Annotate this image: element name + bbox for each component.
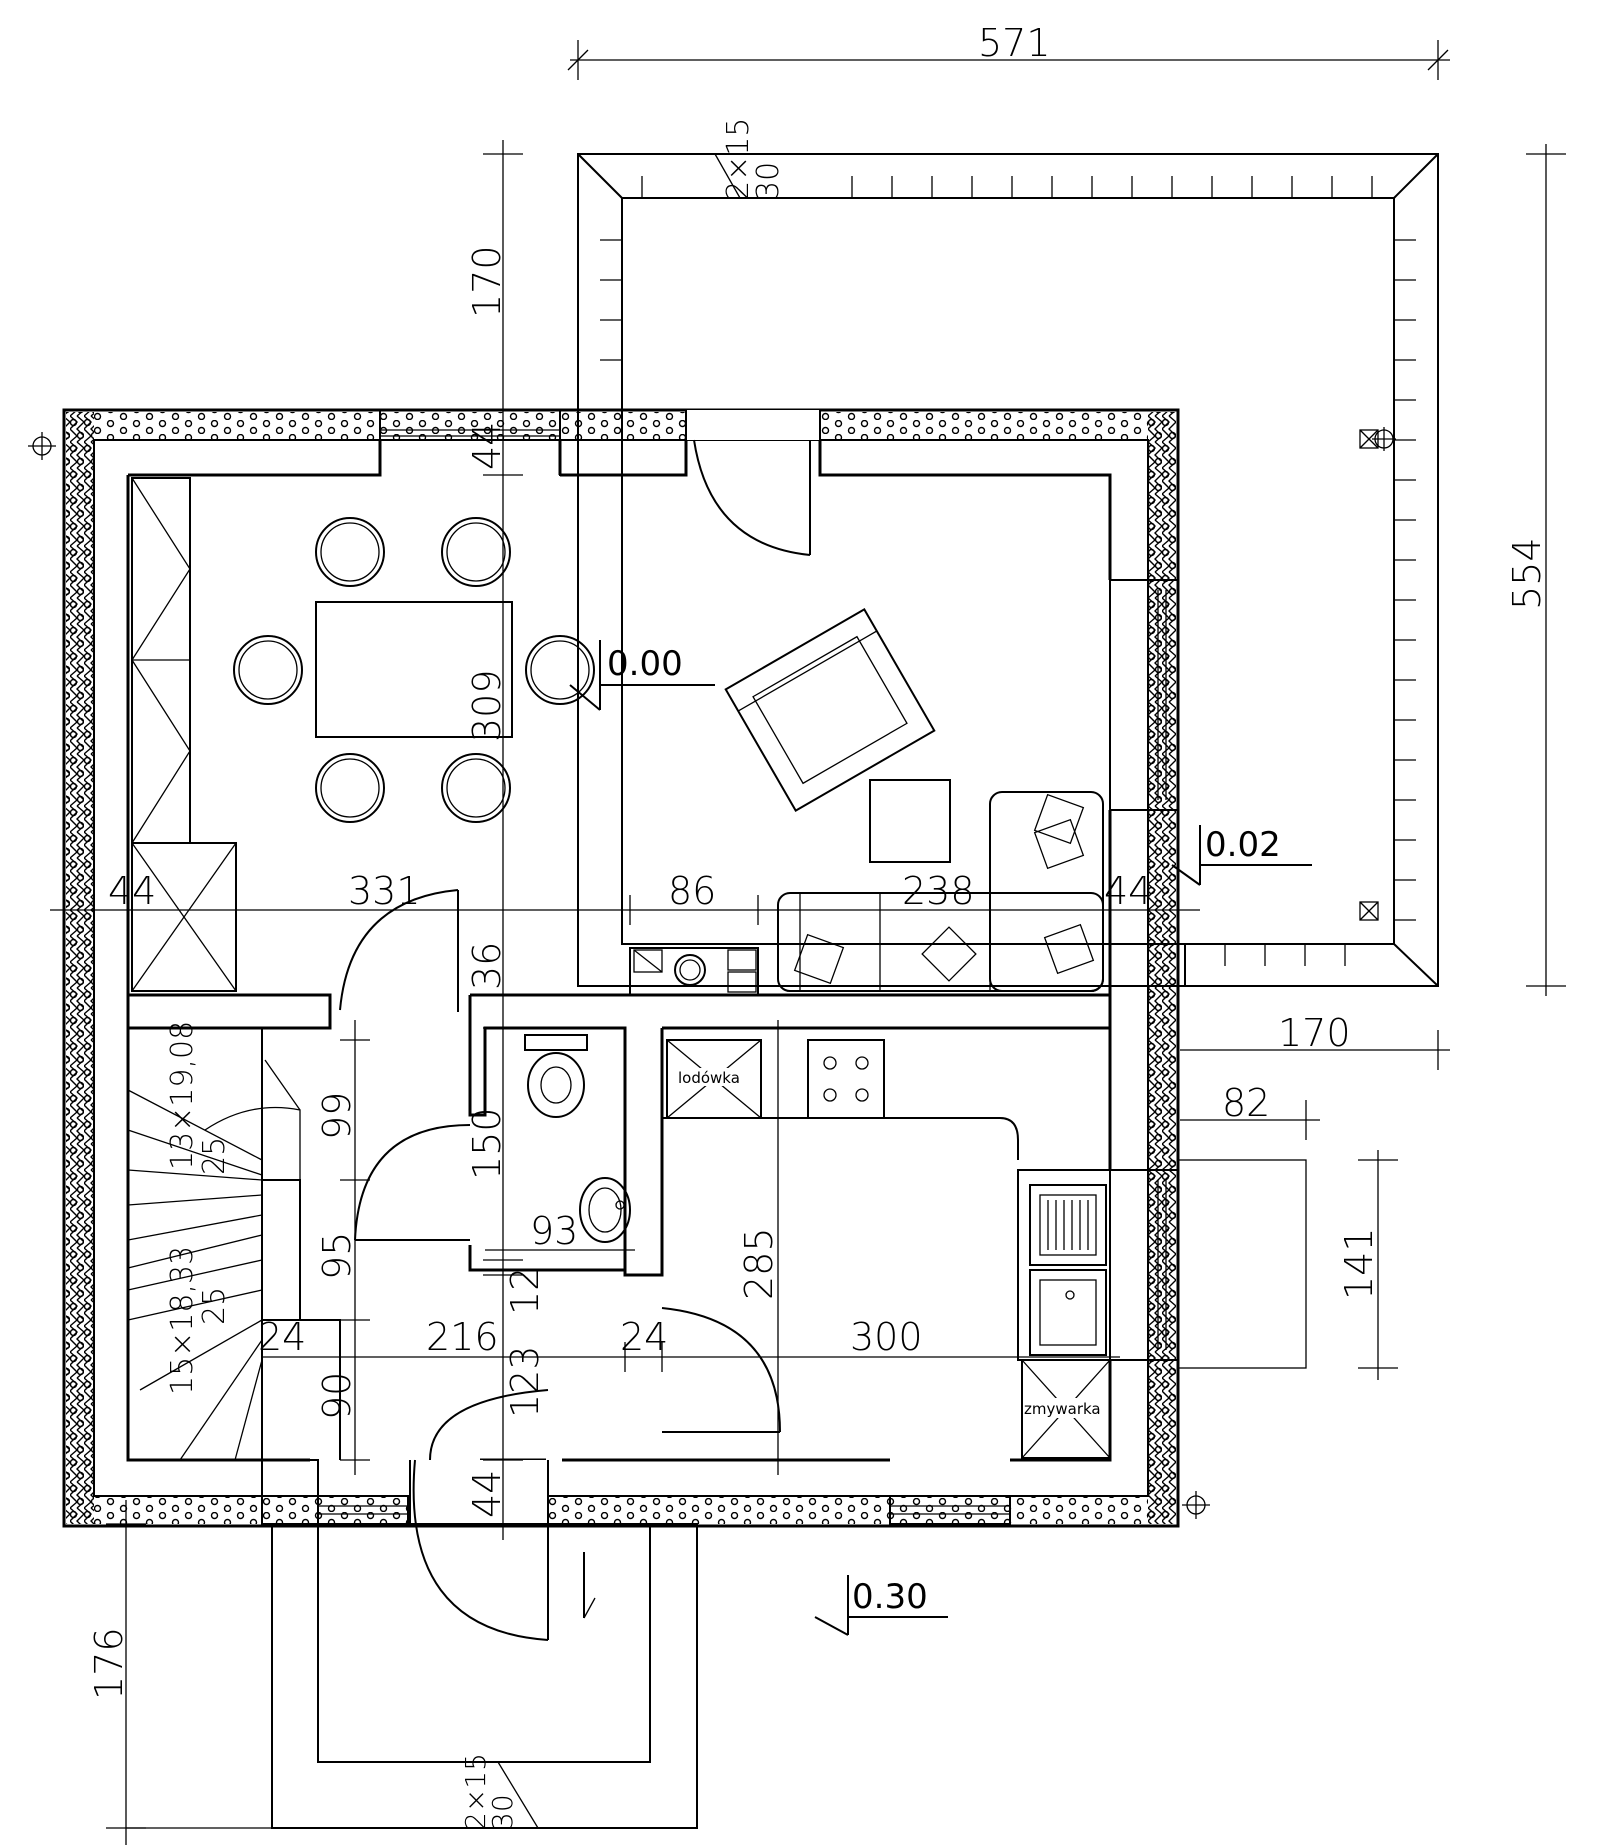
steps-top-size: 2×15 bbox=[721, 118, 756, 200]
hob bbox=[807, 1039, 885, 1119]
porch: 2×15 30 bbox=[271, 1523, 698, 1830]
dim-wc-93: 93 bbox=[530, 1209, 578, 1253]
window-top-left bbox=[379, 409, 561, 441]
dim-wall-right: 44 bbox=[1104, 869, 1152, 913]
dim-door-123: 123 bbox=[503, 1345, 547, 1418]
kitchen-counter bbox=[1017, 1169, 1111, 1361]
dim-kitchen-300: 300 bbox=[850, 1315, 923, 1359]
steps-bottom-depth: 30 bbox=[486, 1794, 519, 1830]
dim-hall-24a: 24 bbox=[258, 1315, 306, 1359]
dining-table bbox=[233, 517, 595, 823]
dim-kitchen-unit: 86 bbox=[668, 869, 716, 913]
stove bbox=[629, 947, 759, 996]
dim-terrace-height: 554 bbox=[1505, 537, 1549, 610]
level-marker-terrace: 0.02 bbox=[1171, 825, 1312, 886]
dim-hall-95: 95 bbox=[315, 1232, 359, 1280]
pillar bbox=[559, 439, 687, 476]
toilet bbox=[524, 1034, 588, 1118]
dim-wall-36: 36 bbox=[465, 942, 509, 990]
level-outside: 0.30 bbox=[852, 1577, 928, 1617]
level-living: 0.00 bbox=[607, 644, 683, 684]
dim-room-height: 309 bbox=[465, 669, 509, 742]
armchair bbox=[724, 608, 936, 812]
dishwasher-label: zmywarka bbox=[1024, 1400, 1101, 1418]
door-wc bbox=[354, 1124, 471, 1241]
dim-window-82: 82 bbox=[1222, 1081, 1270, 1125]
dim-terrace-right: 170 bbox=[1278, 1011, 1351, 1055]
coffee-table bbox=[869, 779, 951, 863]
door-kitchen bbox=[661, 1307, 781, 1433]
dishwasher: zmywarka bbox=[1021, 1359, 1111, 1459]
dim-wall-top: 44 bbox=[465, 422, 509, 470]
dim-wc-12: 12 bbox=[503, 1267, 547, 1315]
drain-icon bbox=[1359, 901, 1379, 921]
wardrobe bbox=[131, 477, 237, 992]
dim-wc-150: 150 bbox=[465, 1107, 509, 1180]
dim-hall-216: 216 bbox=[426, 1315, 499, 1359]
dim-wall-bottom: 44 bbox=[465, 1470, 509, 1518]
dim-kitchen-285: 285 bbox=[737, 1227, 781, 1300]
sink bbox=[1029, 1269, 1107, 1356]
stairs-upper-tread: 25 bbox=[197, 1137, 232, 1175]
dish-rack bbox=[1029, 1184, 1107, 1266]
dim-top-width: 571 bbox=[978, 21, 1051, 65]
sofa bbox=[777, 791, 1104, 992]
crosshair-icon bbox=[1182, 1491, 1210, 1519]
crosshair-icon bbox=[28, 432, 56, 460]
window-right-1 bbox=[1109, 579, 1179, 811]
steps-top-depth: 30 bbox=[751, 162, 786, 200]
drain-icon bbox=[1359, 427, 1396, 451]
steps-bottom-size: 2×15 bbox=[459, 1753, 492, 1830]
dim-terrace-depth: 170 bbox=[465, 245, 509, 318]
staircase: 13×19,08 25 15×18,33 25 bbox=[127, 1021, 301, 1461]
dim-window-141: 141 bbox=[1337, 1227, 1381, 1300]
stairs-lower-label: 15×18,33 bbox=[165, 1246, 200, 1395]
stairs-lower-tread: 25 bbox=[197, 1287, 232, 1325]
level-marker-living: 0.00 bbox=[569, 640, 715, 711]
dim-porch-176: 176 bbox=[87, 1627, 131, 1700]
fridge: lodówka bbox=[666, 1039, 762, 1119]
level-marker-outside: 0.30 bbox=[814, 1575, 948, 1636]
dim-hall-24b: 24 bbox=[620, 1315, 668, 1359]
dim-wall-left: 44 bbox=[108, 869, 156, 913]
stairs-upper-label: 13×19,08 bbox=[165, 1021, 200, 1170]
entrance-door-bottom bbox=[409, 1389, 549, 1641]
window-bottom-right bbox=[889, 1495, 1011, 1525]
fridge-label: lodówka bbox=[678, 1069, 740, 1087]
dim-hall-90: 90 bbox=[315, 1372, 359, 1420]
dimension-lines bbox=[50, 40, 1566, 1845]
interior-walls bbox=[128, 993, 1110, 1460]
level-terrace: 0.02 bbox=[1205, 825, 1281, 865]
entrance-door-top bbox=[685, 410, 821, 556]
terrace: 2×15 30 bbox=[577, 118, 1439, 987]
washbasin bbox=[579, 1177, 631, 1243]
dim-sofa-width: 238 bbox=[902, 869, 975, 913]
dim-hall-99: 99 bbox=[315, 1092, 359, 1140]
dim-living-width: 331 bbox=[348, 869, 421, 913]
